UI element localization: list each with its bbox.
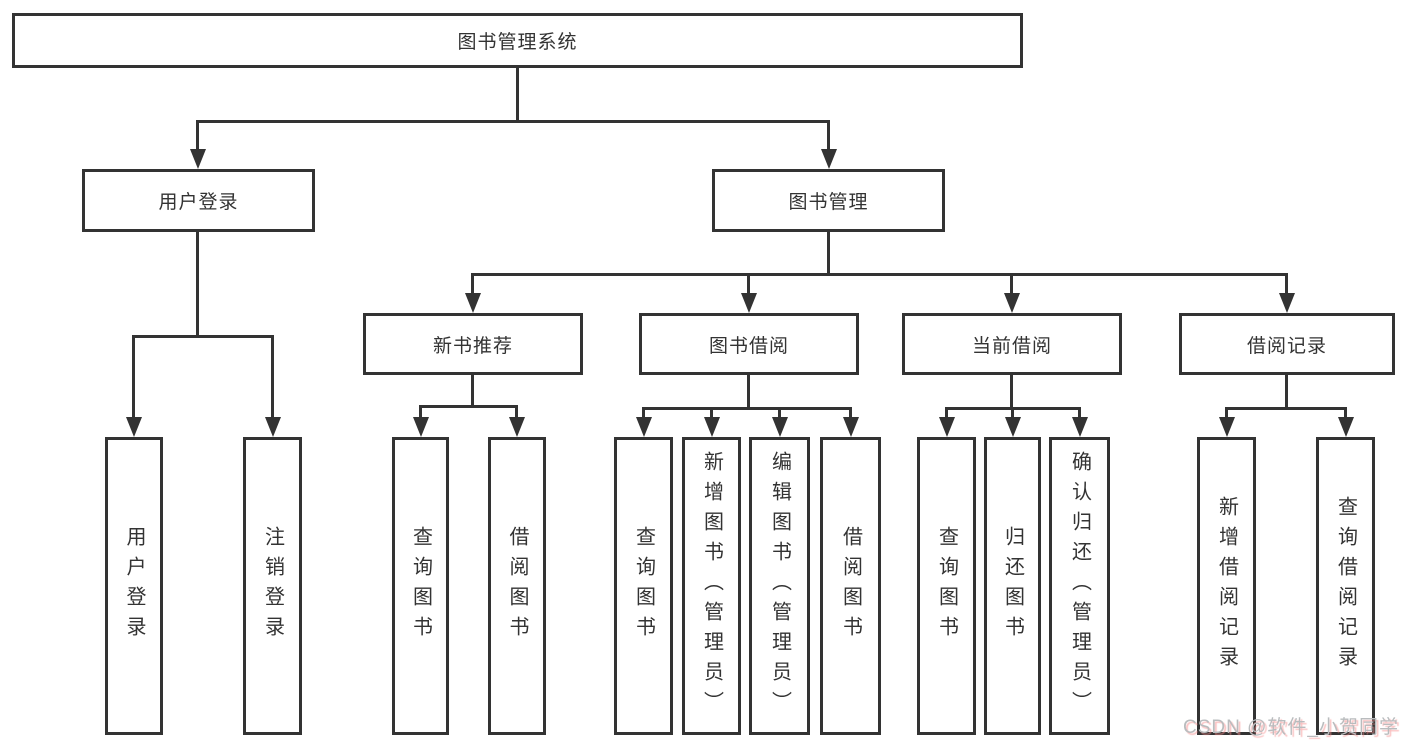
arrow-down-to-new-book-recommend-icon bbox=[471, 273, 474, 293]
leaf-add-borrow-record: 新增借阅记录 bbox=[1197, 437, 1256, 735]
leaf-borrow-query-books: 查询图书 bbox=[614, 437, 673, 735]
leaf-return-books: 归还图书 bbox=[984, 437, 1041, 735]
arrow-down-to-leaf-user-login-icon bbox=[132, 335, 135, 417]
node-borrowing-records-label: 借阅记录 bbox=[1246, 335, 1327, 357]
node-root-library-management-system: 图书管理系统 bbox=[12, 13, 1023, 68]
connector-book-borrowing-bar bbox=[642, 407, 851, 410]
arrow-down-confirm-return-icon bbox=[1078, 407, 1081, 417]
leaf-newbook-borrow-books-label: 借阅图书 bbox=[506, 526, 528, 646]
leaf-logout-label: 注销登录 bbox=[261, 526, 284, 646]
connector-current-borrowing-stem bbox=[1010, 375, 1013, 407]
arrow-down-current-query-icon bbox=[945, 407, 948, 417]
leaf-borrow-books: 借阅图书 bbox=[820, 437, 881, 735]
arrow-down-add-books-icon bbox=[710, 407, 713, 417]
connector-book-borrowing-stem bbox=[747, 375, 750, 407]
arrow-down-to-user-login-icon bbox=[196, 120, 199, 149]
leaf-borrow-query-books-label: 查询图书 bbox=[632, 526, 655, 646]
arrow-down-to-leaf-logout-icon bbox=[271, 335, 274, 417]
leaf-confirm-return-admin: 确认归还（管理员） bbox=[1049, 437, 1110, 735]
connector-borrowing-records-bar bbox=[1225, 407, 1347, 410]
arrow-down-to-current-borrowing-icon bbox=[1010, 273, 1013, 293]
leaf-current-query-books: 查询图书 bbox=[917, 437, 976, 735]
leaf-current-query-books-label: 查询图书 bbox=[935, 526, 958, 646]
arrow-down-to-borrowing-records-icon bbox=[1285, 273, 1288, 293]
node-current-borrowing: 当前借阅 bbox=[902, 313, 1122, 375]
arrow-down-edit-books-icon bbox=[778, 407, 781, 417]
leaf-logout: 注销登录 bbox=[243, 437, 302, 735]
connector-book-management-stem bbox=[827, 232, 830, 273]
arrow-down-newbook-borrow-icon bbox=[515, 405, 518, 417]
node-current-borrowing-label: 当前借阅 bbox=[971, 335, 1052, 357]
arrow-down-newbook-query-icon bbox=[419, 405, 422, 417]
leaf-add-books-admin: 新增图书（管理员） bbox=[682, 437, 741, 735]
leaf-newbook-query-books: 查询图书 bbox=[392, 437, 449, 735]
node-new-book-recommend: 新书推荐 bbox=[363, 313, 583, 375]
arrow-down-query-record-icon bbox=[1344, 407, 1347, 417]
leaf-borrow-books-label: 借阅图书 bbox=[839, 526, 862, 646]
leaf-add-borrow-record-label: 新增借阅记录 bbox=[1215, 496, 1238, 676]
leaf-query-borrow-record: 查询借阅记录 bbox=[1316, 437, 1375, 735]
leaf-newbook-query-books-label: 查询图书 bbox=[409, 526, 432, 646]
arrow-down-to-book-borrowing-icon bbox=[747, 273, 750, 293]
leaf-user-login: 用户登录 bbox=[105, 437, 163, 735]
connector-root-stem bbox=[516, 68, 519, 120]
leaf-return-books-label: 归还图书 bbox=[1001, 526, 1024, 646]
arrow-down-borrow-books-icon bbox=[849, 407, 852, 417]
node-new-book-recommend-label: 新书推荐 bbox=[432, 335, 513, 357]
node-book-borrowing: 图书借阅 bbox=[639, 313, 859, 375]
connector-user-login-bar bbox=[132, 335, 273, 338]
arrow-down-return-books-icon bbox=[1011, 407, 1014, 417]
leaf-edit-books-admin: 编辑图书（管理员） bbox=[749, 437, 810, 735]
connector-new-book-stem bbox=[471, 375, 474, 405]
csdn-watermark: CSDN @软件_小贺同学 bbox=[1183, 717, 1399, 738]
connector-new-book-bar bbox=[419, 405, 518, 408]
node-user-login-label: 用户登录 bbox=[158, 192, 239, 213]
connector-user-login-stem bbox=[196, 232, 199, 335]
node-user-login: 用户登录 bbox=[82, 169, 315, 232]
leaf-confirm-return-admin-label: 确认归还（管理员） bbox=[1068, 451, 1091, 721]
arrow-down-add-record-icon bbox=[1225, 407, 1228, 417]
node-book-borrowing-label: 图书借阅 bbox=[708, 335, 789, 357]
leaf-newbook-borrow-books: 借阅图书 bbox=[488, 437, 546, 735]
node-book-management: 图书管理 bbox=[712, 169, 945, 232]
node-borrowing-records: 借阅记录 bbox=[1179, 313, 1395, 375]
arrow-down-borrow-query-icon bbox=[642, 407, 645, 417]
leaf-query-borrow-record-label: 查询借阅记录 bbox=[1334, 496, 1357, 676]
leaf-user-login-label: 用户登录 bbox=[123, 526, 145, 646]
node-root-label: 图书管理系统 bbox=[457, 32, 578, 53]
node-book-management-label: 图书管理 bbox=[788, 192, 869, 213]
leaf-add-books-admin-label: 新增图书（管理员） bbox=[700, 451, 723, 721]
arrow-down-to-book-management-icon bbox=[827, 120, 830, 149]
connector-book-management-bar bbox=[471, 273, 1287, 276]
connector-root-bar bbox=[197, 120, 830, 123]
connector-borrowing-records-stem bbox=[1285, 375, 1288, 407]
leaf-edit-books-admin-label: 编辑图书（管理员） bbox=[768, 451, 791, 721]
